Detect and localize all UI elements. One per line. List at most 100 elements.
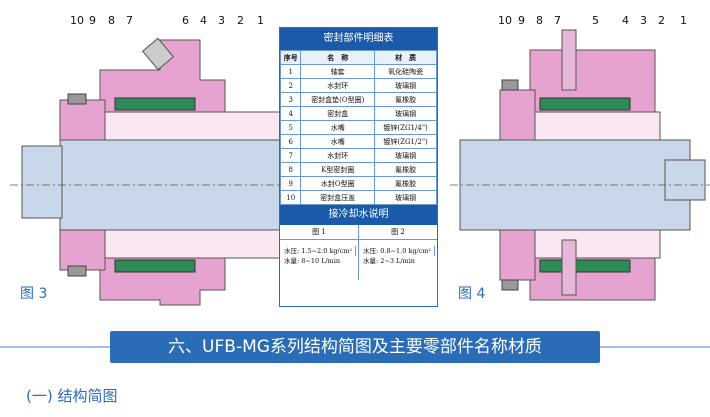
header-material: 材 质 [374, 50, 437, 65]
callout-9: 9 [518, 14, 525, 27]
callout-2: 2 [658, 14, 665, 27]
seal-drawing-fig4 [450, 29, 710, 301]
parts-cell-no: 3 [279, 92, 302, 107]
parts-cell-material: 氟橡胶 [374, 176, 437, 191]
parts-cell-material: 镀锌(ZG1/2") [374, 134, 437, 149]
parts-cell-name: 水封O型圈 [300, 176, 376, 191]
parts-cell-material: 玻璃钢 [374, 148, 437, 163]
parts-table-title: 密封部件明细表 [280, 28, 437, 50]
cooling-values-2: 水压: 0.8~1.0 kg/cm² 水量: 2~3 L/min [359, 240, 437, 280]
callout-7: 7 [126, 14, 133, 27]
parts-cell-material: 氟橡胶 [374, 162, 437, 177]
gland-bottom [499, 229, 536, 281]
parts-cell-name: 水嘴 [300, 134, 376, 149]
cooling-2-flow: 水量: 2~3 L/min [363, 257, 415, 265]
callout-3: 3 [218, 14, 225, 27]
shaft-end [21, 145, 63, 219]
cooling-1-pressure: 水压: 1.5~2.0 kg/cm² [284, 246, 356, 256]
parts-cell-no: 1 [279, 64, 302, 79]
shaft-sleeve [104, 111, 281, 141]
cooling-columns: 图 1 图 2 [280, 225, 437, 240]
figure-4-label: 图 4 [458, 286, 486, 302]
bolt-top [501, 79, 519, 91]
shaft-end [664, 159, 706, 201]
parts-cell-material: 玻璃钢 [374, 106, 437, 121]
callout-10: 10 [498, 14, 512, 27]
callout-6: 6 [182, 14, 189, 27]
parts-cell-name: 水封环 [300, 78, 376, 93]
parts-cell-material: 玻璃钢 [374, 190, 437, 205]
parts-cell-name: 水封环 [300, 148, 376, 163]
water-nozzle-top [561, 29, 577, 91]
parts-cell-no: 2 [279, 78, 302, 93]
parts-cell-no: 4 [279, 106, 302, 121]
callout-3: 3 [640, 14, 647, 27]
bolt-top [67, 93, 87, 105]
parts-table-header-row: 序号 名 称 材 质 [279, 50, 437, 65]
parts-cell-no: 9 [279, 176, 302, 191]
bolt-bottom [67, 265, 87, 277]
parts-cell-material: 玻璃钢 [374, 78, 437, 93]
water-nozzle [141, 37, 175, 71]
parts-cell-no: 7 [279, 148, 302, 163]
parts-cell-name: K型密封圈 [300, 162, 376, 177]
k-rings-top [539, 97, 631, 111]
callout-5: 5 [592, 14, 599, 27]
section-subtitle: (一) 结构简图 [26, 387, 118, 405]
cooling-col-1: 图 1 [280, 225, 359, 239]
callout-8: 8 [108, 14, 115, 27]
k-rings-bottom [114, 259, 196, 273]
callout-4: 4 [622, 14, 629, 27]
parts-cell-no: 10 [279, 190, 302, 205]
parts-cell-name: 轴套 [300, 64, 376, 79]
header-no: 序号 [279, 50, 302, 65]
header-name: 名 称 [300, 50, 376, 65]
parts-cell-material: 镀锌(ZG1/4") [374, 120, 437, 135]
gland-top [499, 89, 536, 141]
cooling-1-flow: 水量: 8~10 L/min [284, 257, 341, 265]
callout-4: 4 [200, 14, 207, 27]
seal-drawing-fig3 [10, 37, 281, 306]
callout-1: 1 [680, 14, 687, 27]
parts-cell-name: 密封盒压盖 [300, 190, 376, 205]
shaft-sleeve-lower [534, 229, 661, 259]
gland-top [59, 99, 106, 141]
cooling-values: 水压: 1.5~2.0 kg/cm² 水量: 8~10 L/min 水压: 0.… [280, 240, 437, 280]
cooling-2-pressure: 水压: 0.8~1.0 kg/cm² [363, 246, 435, 256]
cooling-values-1: 水压: 1.5~2.0 kg/cm² 水量: 8~10 L/min [280, 240, 359, 280]
parts-cell-material: 氧化硅陶瓷 [374, 64, 437, 79]
k-rings-top [114, 97, 196, 111]
parts-cell-name: 水嘴 [300, 120, 376, 135]
cooling-col-2: 图 2 [391, 228, 405, 236]
parts-cell-no: 8 [279, 162, 302, 177]
callout-9: 9 [89, 14, 96, 27]
parts-cell-name: 密封盒 [300, 106, 376, 121]
parts-cell-name: 密封盒垫(O型圈) [300, 92, 376, 107]
callout-8: 8 [536, 14, 543, 27]
parts-cell-no: 5 [279, 120, 302, 135]
water-nozzle-bottom [561, 239, 577, 296]
callout-1: 1 [257, 14, 264, 27]
gland-bottom [59, 229, 106, 271]
cooling-title: 接冷却水说明 [280, 205, 437, 225]
callout-2: 2 [237, 14, 244, 27]
k-rings-bottom [539, 259, 631, 273]
callout-10: 10 [70, 14, 84, 27]
callout-7: 7 [554, 14, 561, 27]
bolt-bottom [501, 279, 519, 291]
parts-cell-no: 6 [279, 134, 302, 149]
section-banner: 六、UFB-MG系列结构简图及主要零部件名称材质 [110, 331, 600, 363]
parts-cell-material: 氟橡胶 [374, 92, 437, 107]
